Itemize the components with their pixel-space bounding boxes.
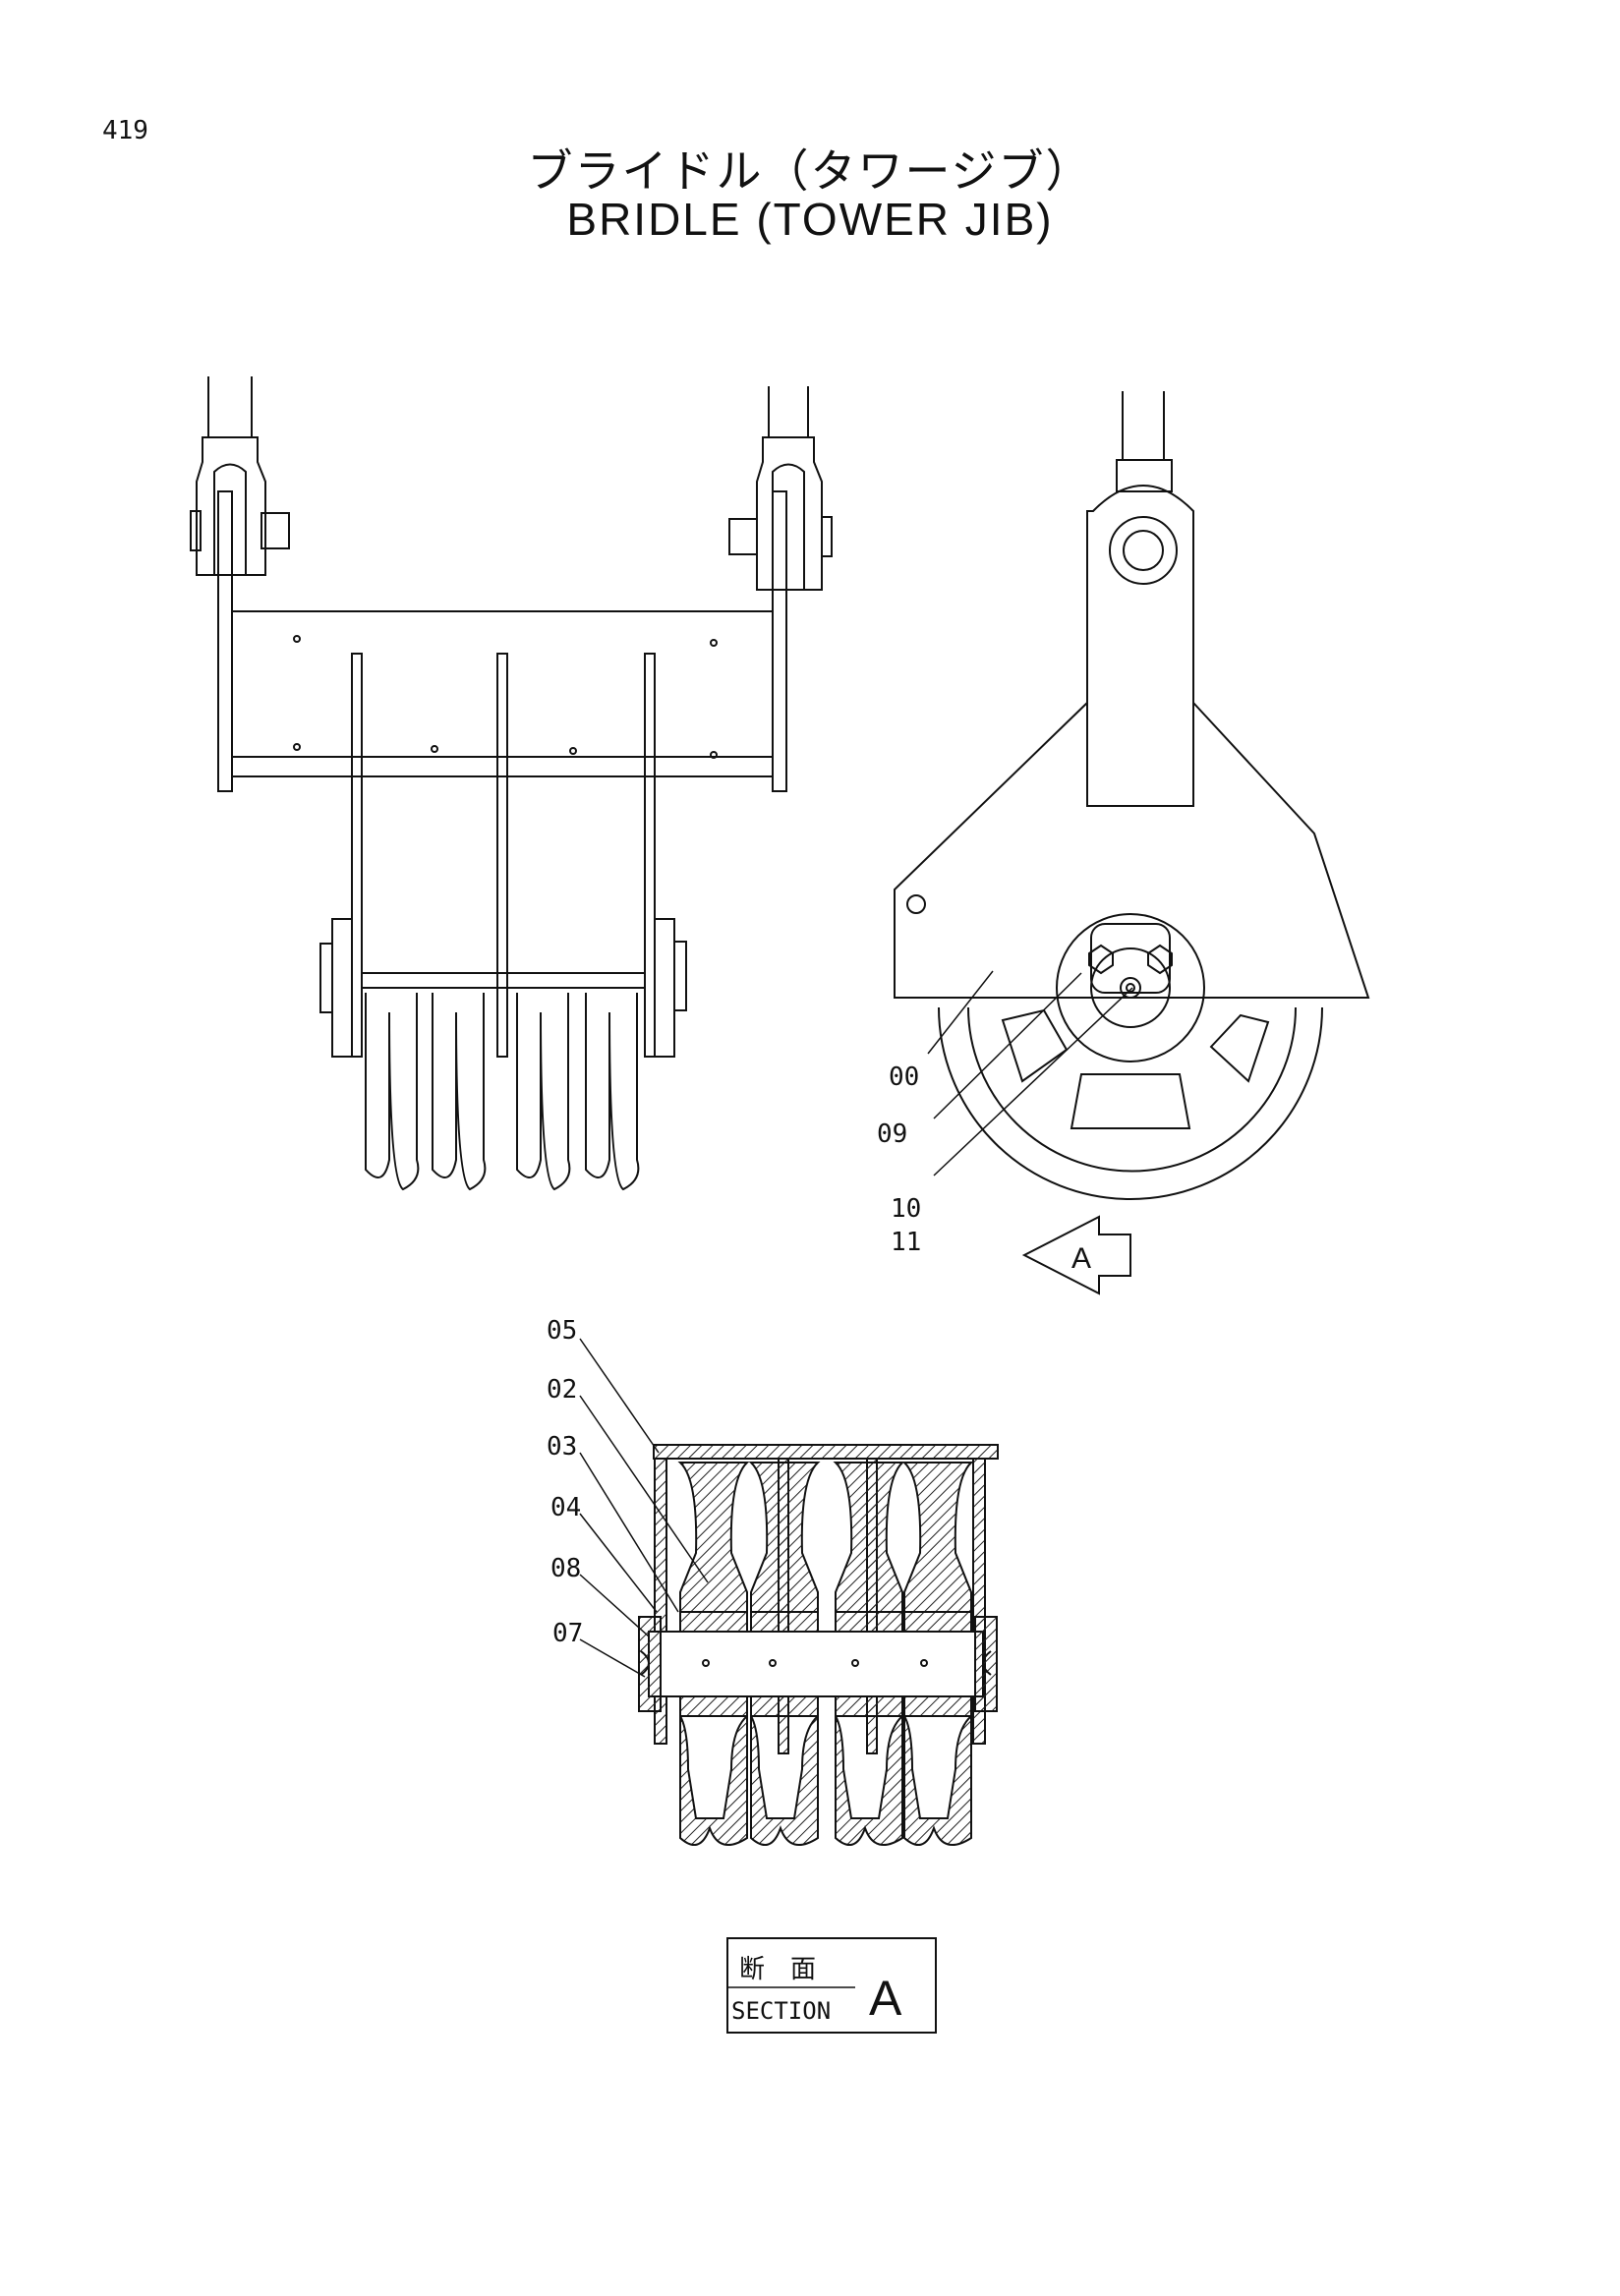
callout-00: 00 [889, 1062, 919, 1092]
view-arrow-a: A [1021, 1215, 1131, 1295]
leader-05 [579, 1338, 660, 1454]
section-label-letter: A [869, 1971, 902, 2026]
callout-11: 11 [891, 1228, 921, 1257]
leader-00 [927, 970, 994, 1055]
section-view [638, 1444, 999, 1847]
leader-07 [579, 1638, 646, 1678]
leader-02 [579, 1395, 709, 1583]
leader-09 [933, 972, 1082, 1119]
leader-03 [579, 1452, 679, 1613]
callout-02: 02 [547, 1375, 577, 1405]
callout-05: 05 [547, 1316, 577, 1346]
leader-10 [933, 987, 1133, 1177]
leader-08 [579, 1574, 650, 1637]
callout-07: 07 [552, 1619, 583, 1648]
title-english: BRIDLE (TOWER JIB) [566, 194, 1054, 245]
callout-03: 03 [547, 1432, 577, 1462]
callout-09: 09 [877, 1119, 907, 1149]
callout-10: 10 [891, 1194, 921, 1224]
front-view [190, 376, 833, 1191]
leader-04 [579, 1513, 658, 1613]
side-view [894, 391, 1370, 1200]
view-arrow-letter: A [1071, 1242, 1091, 1275]
section-label-box: 断 面 SECTION A [726, 1937, 937, 2034]
section-label-jp: 断 面 [739, 1955, 816, 1984]
page-number: 419 [102, 116, 148, 145]
callout-04: 04 [550, 1493, 581, 1522]
title-japanese: ブライドル（タワージブ） [527, 144, 1093, 198]
callout-08: 08 [550, 1554, 581, 1583]
section-label-en: SECTION [731, 1997, 831, 2025]
